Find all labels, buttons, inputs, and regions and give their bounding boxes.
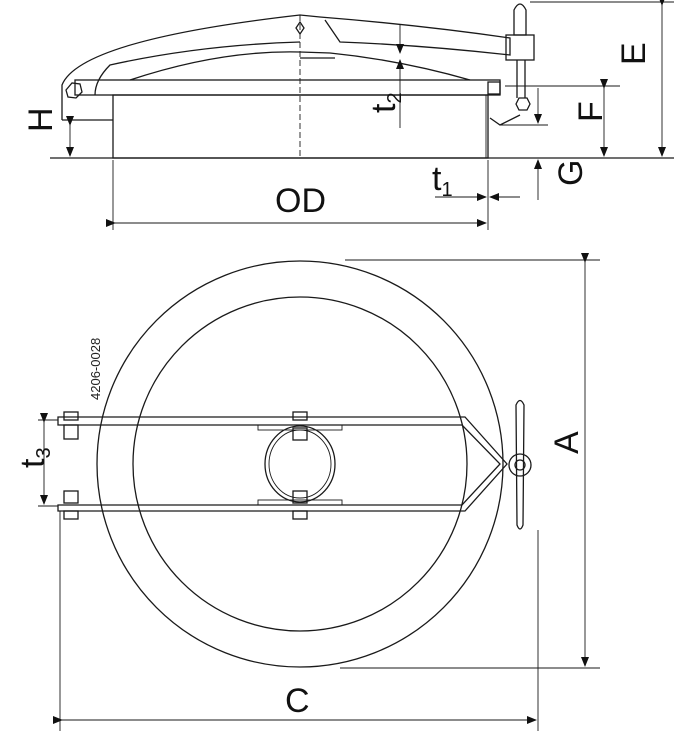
- top-view: 4206-0028 A t3 C: [14, 253, 600, 731]
- label-t2: t2: [365, 92, 406, 113]
- center-ring: [264, 425, 336, 503]
- label-C: C: [285, 682, 310, 720]
- label-A: A: [548, 431, 586, 454]
- clamp-arm: [61, 14, 511, 120]
- flange-lid: [74, 79, 501, 96]
- part-number: 4206-0028: [88, 338, 103, 400]
- label-OD: OD: [275, 182, 326, 220]
- outer-circle: [96, 260, 504, 668]
- inner-circle: [132, 296, 468, 632]
- label-F: F: [572, 101, 610, 122]
- label-t3: t3: [14, 447, 55, 468]
- label-H: H: [22, 107, 60, 132]
- label-t1: t1: [432, 160, 453, 201]
- bolt-icon: [63, 411, 308, 520]
- pivot-nut-icon: [295, 20, 305, 36]
- handwheel-icon: [515, 399, 525, 530]
- handle-knob: [513, 3, 527, 36]
- handle-nut-icon: [515, 97, 531, 111]
- label-E: E: [615, 42, 653, 65]
- side-view: E F G t2 H OD t1: [22, 0, 674, 230]
- cylinder-body: [112, 94, 489, 159]
- label-G: G: [552, 160, 590, 186]
- hinge-nut-icon: [65, 82, 83, 99]
